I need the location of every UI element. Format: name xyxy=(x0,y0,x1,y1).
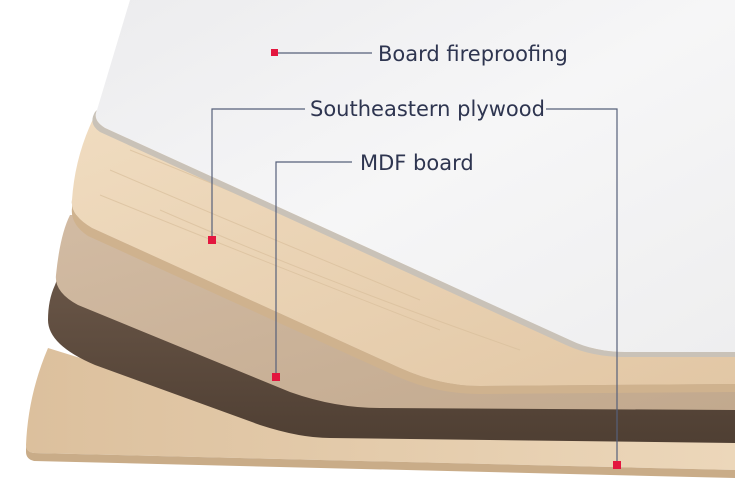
mdf-label: MDF board xyxy=(360,151,474,175)
plywood-label: Southeastern plywood xyxy=(310,97,545,121)
callout-mdf: MDF board xyxy=(272,151,474,381)
mdf-marker xyxy=(272,373,280,381)
callout-plywood: Southeastern plywood xyxy=(208,97,621,469)
callout-fireproofing: Board fireproofing xyxy=(271,42,568,66)
plywood-marker-top xyxy=(208,236,216,244)
plywood-leader-line-right xyxy=(546,108,618,462)
fireproof-top-layer xyxy=(92,0,735,357)
mdf-leader-line xyxy=(275,161,352,375)
plywood-marker-bottom xyxy=(613,461,621,469)
fireproofing-label: Board fireproofing xyxy=(378,42,568,66)
mdf-surface-layer xyxy=(55,215,735,410)
fireproofing-marker xyxy=(271,49,278,56)
plywood-leader-line-left xyxy=(211,108,305,237)
